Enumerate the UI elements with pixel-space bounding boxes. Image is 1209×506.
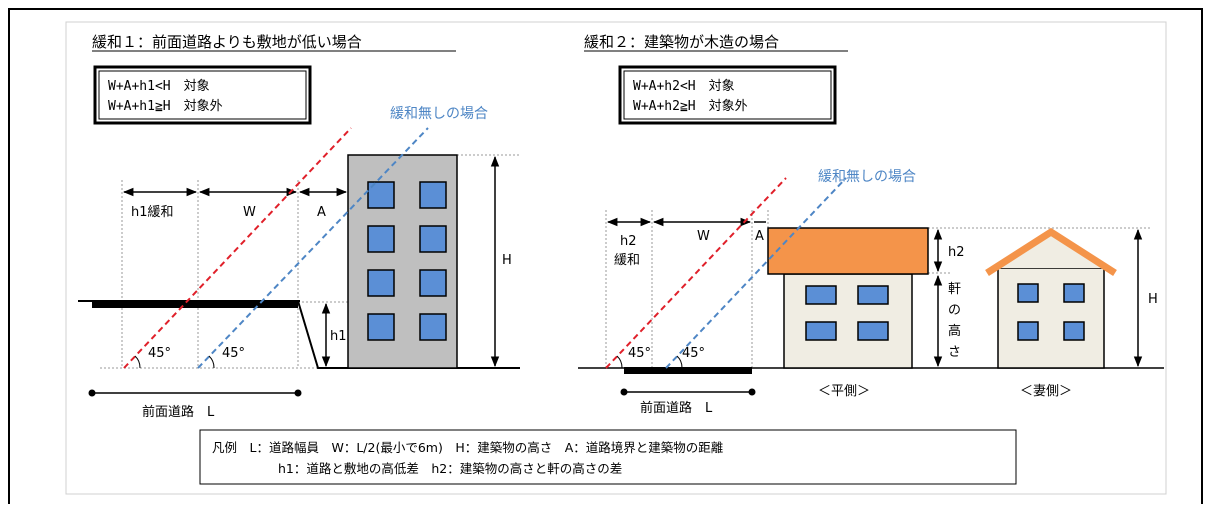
legend-line2: h1：道路と敷地の高低差 h2：建築物の高さと軒の高さの差 xyxy=(278,461,622,476)
dim-h1-label: h1 xyxy=(330,329,347,344)
eave-label: の xyxy=(948,303,961,318)
eave-label: 軒 xyxy=(948,282,961,297)
window xyxy=(805,285,837,305)
angle-label: 45° xyxy=(628,346,651,361)
panel2-formula-line2: W+A+h2≧H 対象外 xyxy=(633,99,748,114)
window xyxy=(419,269,447,297)
house-gable-pediment xyxy=(998,236,1104,268)
angle-arc xyxy=(676,355,683,369)
panel1: 緩和１：前面道路よりも敷地が低い場合 W+A+h1<H 対象 W+A+h1≧H … xyxy=(78,33,520,420)
panel1-formula-line1: W+A+h1<H 対象 xyxy=(108,79,210,94)
window xyxy=(419,313,447,341)
outer-frame xyxy=(8,8,1203,504)
slope-line-no-relax xyxy=(665,177,847,369)
slope-line-relaxed xyxy=(123,127,352,369)
house-gable-roof xyxy=(985,227,1117,276)
angle-arc xyxy=(616,355,623,369)
eave-label: さ xyxy=(948,345,961,360)
dim-h-label: H xyxy=(502,253,512,268)
legend-box xyxy=(199,429,1017,485)
road-label: 前面道路 L xyxy=(640,400,713,416)
dim-w-label: W xyxy=(697,229,710,244)
panel2-title: 緩和２：建築物が木造の場合 xyxy=(584,33,779,51)
window xyxy=(367,181,395,209)
road-label: 前面道路 L xyxy=(142,404,215,420)
panel2-formula-box xyxy=(618,65,837,125)
dim-a-label: A xyxy=(317,205,326,220)
slope-line-relaxed xyxy=(605,177,787,369)
legend-line1: 凡例 L：道路幅員 W：L/2(最小で6m) H：建築物の高さ A：道路境界と建… xyxy=(212,440,724,455)
window xyxy=(857,321,889,341)
window xyxy=(367,225,395,253)
panel2: 緩和２：建築物が木造の場合 W+A+h2<H 対象 W+A+h2≧H 対象外 h… xyxy=(578,33,1164,416)
angle-arc xyxy=(208,355,215,369)
flat-side-label: ＜平側＞ xyxy=(818,384,870,399)
window xyxy=(857,285,889,305)
panel1-formula-line2: W+A+h1≧H 対象外 xyxy=(108,99,223,114)
window xyxy=(367,313,395,341)
road-width-endpoint xyxy=(748,388,756,396)
window xyxy=(1017,321,1039,341)
window xyxy=(419,181,447,209)
no-relax-label: 緩和無しの場合 xyxy=(818,169,916,185)
road-slab xyxy=(624,367,752,374)
window xyxy=(367,269,395,297)
angle-label: 45° xyxy=(222,346,245,361)
window xyxy=(805,321,837,341)
dim-h2-label: h2 xyxy=(948,245,965,260)
panel1-formula-inner xyxy=(98,70,307,120)
legend: 凡例 L：道路幅員 W：L/2(最小で6m) H：建築物の高さ A：道路境界と建… xyxy=(199,429,1017,485)
window xyxy=(1017,283,1039,303)
window xyxy=(1063,321,1085,341)
panel1-title: 緩和１：前面道路よりも敷地が低い場合 xyxy=(92,33,362,51)
angle-arc xyxy=(134,355,141,369)
panel2-formula-line1: W+A+h2<H 対象 xyxy=(633,79,735,94)
house-flat-wall xyxy=(783,273,913,369)
dim-w-label: W xyxy=(243,205,256,220)
panel1-formula-box xyxy=(93,65,312,125)
house-gable-wall xyxy=(997,267,1105,369)
dim-a-label: A xyxy=(755,229,764,244)
dim-h-label: H xyxy=(1148,292,1158,307)
road-width-endpoint xyxy=(88,389,96,397)
house-flat-roof xyxy=(767,227,929,275)
dim-h1-relax-label: h1緩和 xyxy=(131,205,174,220)
no-relax-label: 緩和無しの場合 xyxy=(390,106,488,122)
window xyxy=(419,225,447,253)
window xyxy=(1063,283,1085,303)
road-slab xyxy=(92,300,298,308)
gable-side-label: ＜妻側＞ xyxy=(1020,384,1072,399)
inner-frame xyxy=(65,21,1167,495)
angle-label: 45° xyxy=(682,346,705,361)
panel2-formula-inner xyxy=(623,70,832,120)
dim-h2-relax-label: 緩和 xyxy=(614,253,640,268)
angle-label: 45° xyxy=(148,346,171,361)
slope-line-no-relax xyxy=(197,127,429,369)
road-width-endpoint xyxy=(294,389,302,397)
road-width-endpoint xyxy=(620,388,628,396)
eave-label: 高 xyxy=(948,323,961,339)
dim-h2-relax-label: h2 xyxy=(620,234,637,249)
